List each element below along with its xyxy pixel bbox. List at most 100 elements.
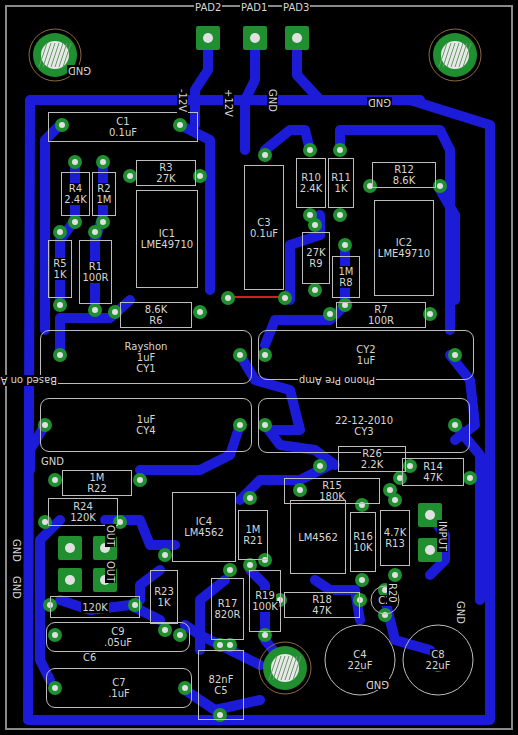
component-outline: R21M [92, 172, 116, 216]
component-label: 1M [89, 472, 106, 483]
component-outline: 8.6KR6 [120, 302, 192, 328]
component-label: LME49710 [377, 248, 431, 259]
component-outline: R262.2K [338, 446, 406, 472]
component-label: 100R [367, 315, 395, 326]
component-label: R21 [242, 535, 264, 546]
component-label: R12 [393, 164, 415, 175]
component-outline: LM4562 [290, 500, 346, 574]
pad [355, 498, 369, 512]
component-label: .05uF [103, 637, 133, 648]
pad [338, 298, 352, 312]
pad [293, 483, 307, 497]
component-outline: C10.1uF [48, 112, 198, 142]
component-label: R23 [153, 586, 175, 597]
component-label: C4 [352, 649, 367, 660]
component-label: 1uF [356, 355, 376, 366]
pad [96, 155, 110, 169]
pad [123, 169, 137, 183]
pad [258, 148, 272, 162]
pad [313, 459, 327, 473]
pad [88, 303, 102, 317]
component-outline: IC4LM4562 [172, 492, 236, 562]
component-label: 1K [53, 269, 68, 280]
pad [55, 118, 69, 132]
pad [53, 225, 67, 239]
pad [388, 568, 402, 582]
silkscreen-label: -12V [177, 88, 188, 113]
component-label: R26 [361, 448, 383, 459]
pad [308, 218, 322, 232]
pad [448, 348, 462, 362]
component-label: 8.6K [392, 175, 416, 186]
component-label: 100R [81, 272, 109, 283]
pad [233, 348, 247, 362]
pad [221, 291, 235, 305]
pad [58, 536, 82, 560]
component-label: 1K [334, 183, 349, 194]
pad [243, 491, 257, 505]
pad [448, 418, 462, 432]
component-label: Rayshon [124, 341, 169, 352]
silkscreen-label: C6 [82, 652, 97, 663]
silkscreen-label: GND [67, 65, 92, 76]
component-label: 1M [96, 194, 113, 205]
component-outline: 27KR9 [302, 232, 330, 284]
component-label: R5 [52, 258, 67, 269]
pad [278, 291, 292, 305]
pad [193, 305, 207, 319]
pad [393, 471, 407, 485]
component-label: IC1 [158, 228, 176, 239]
component-label: R3 [158, 162, 173, 173]
pad [48, 628, 62, 642]
component-outline: R19100K [249, 570, 281, 632]
component-outline: 1MR21 [238, 510, 268, 560]
pad [58, 568, 82, 592]
silkscreen-label: R20 [387, 582, 398, 604]
pad [53, 298, 67, 312]
pad [338, 238, 352, 252]
pad [68, 155, 82, 169]
component-label: 47K [422, 472, 443, 483]
silkscreen-label: GND [267, 88, 278, 113]
component-label: R16 [352, 531, 374, 542]
component-outline: CY21uF [258, 330, 474, 380]
silkscreen-label: GND [40, 456, 65, 467]
component-outline: R128.6K [372, 162, 436, 188]
component-label: CY2 [355, 344, 376, 355]
component-outline: R51K [48, 240, 72, 298]
capacitor-outline: C822uF [402, 612, 474, 708]
component-outline: R111K [328, 158, 354, 208]
copper-traces [28, 40, 490, 720]
component-label: 22uF [347, 660, 374, 671]
component-outline: C9.05uF [46, 622, 190, 652]
component-outline: IC2LME49710 [374, 200, 434, 296]
component-outline: R17820R [211, 578, 244, 640]
pad [178, 681, 192, 695]
pad [173, 628, 187, 642]
component-label: R4 [68, 183, 83, 194]
pad [258, 553, 272, 567]
component-outline: 82nFC5 [198, 650, 244, 720]
component-outline: 1uFCY4 [40, 398, 252, 452]
component-outline: R1447K [402, 458, 464, 486]
mounting-hole [259, 642, 311, 694]
pad [355, 573, 369, 587]
component-label: 0.1uF [249, 228, 279, 239]
component-label: 47K [311, 605, 332, 616]
pad [323, 307, 337, 321]
component-label: 27K [155, 173, 176, 184]
component-label: 0.1uF [108, 127, 138, 138]
component-label: R17 [217, 598, 239, 609]
component-label: LM4562 [297, 532, 339, 543]
component-label: 1uF [136, 352, 156, 363]
pad [378, 608, 392, 622]
component-label: 10K [352, 542, 373, 553]
silkscreen-label: +12V [223, 88, 234, 118]
component-outline: R42.4K [61, 172, 90, 216]
pad [68, 215, 82, 229]
component-label: R13 [384, 538, 406, 549]
component-label: CY4 [135, 425, 156, 436]
component-outline: 22-12-2010CY3 [258, 398, 470, 453]
silkscreen-label: OUT [105, 524, 116, 547]
silkscreen-label: INPUT [437, 520, 448, 552]
